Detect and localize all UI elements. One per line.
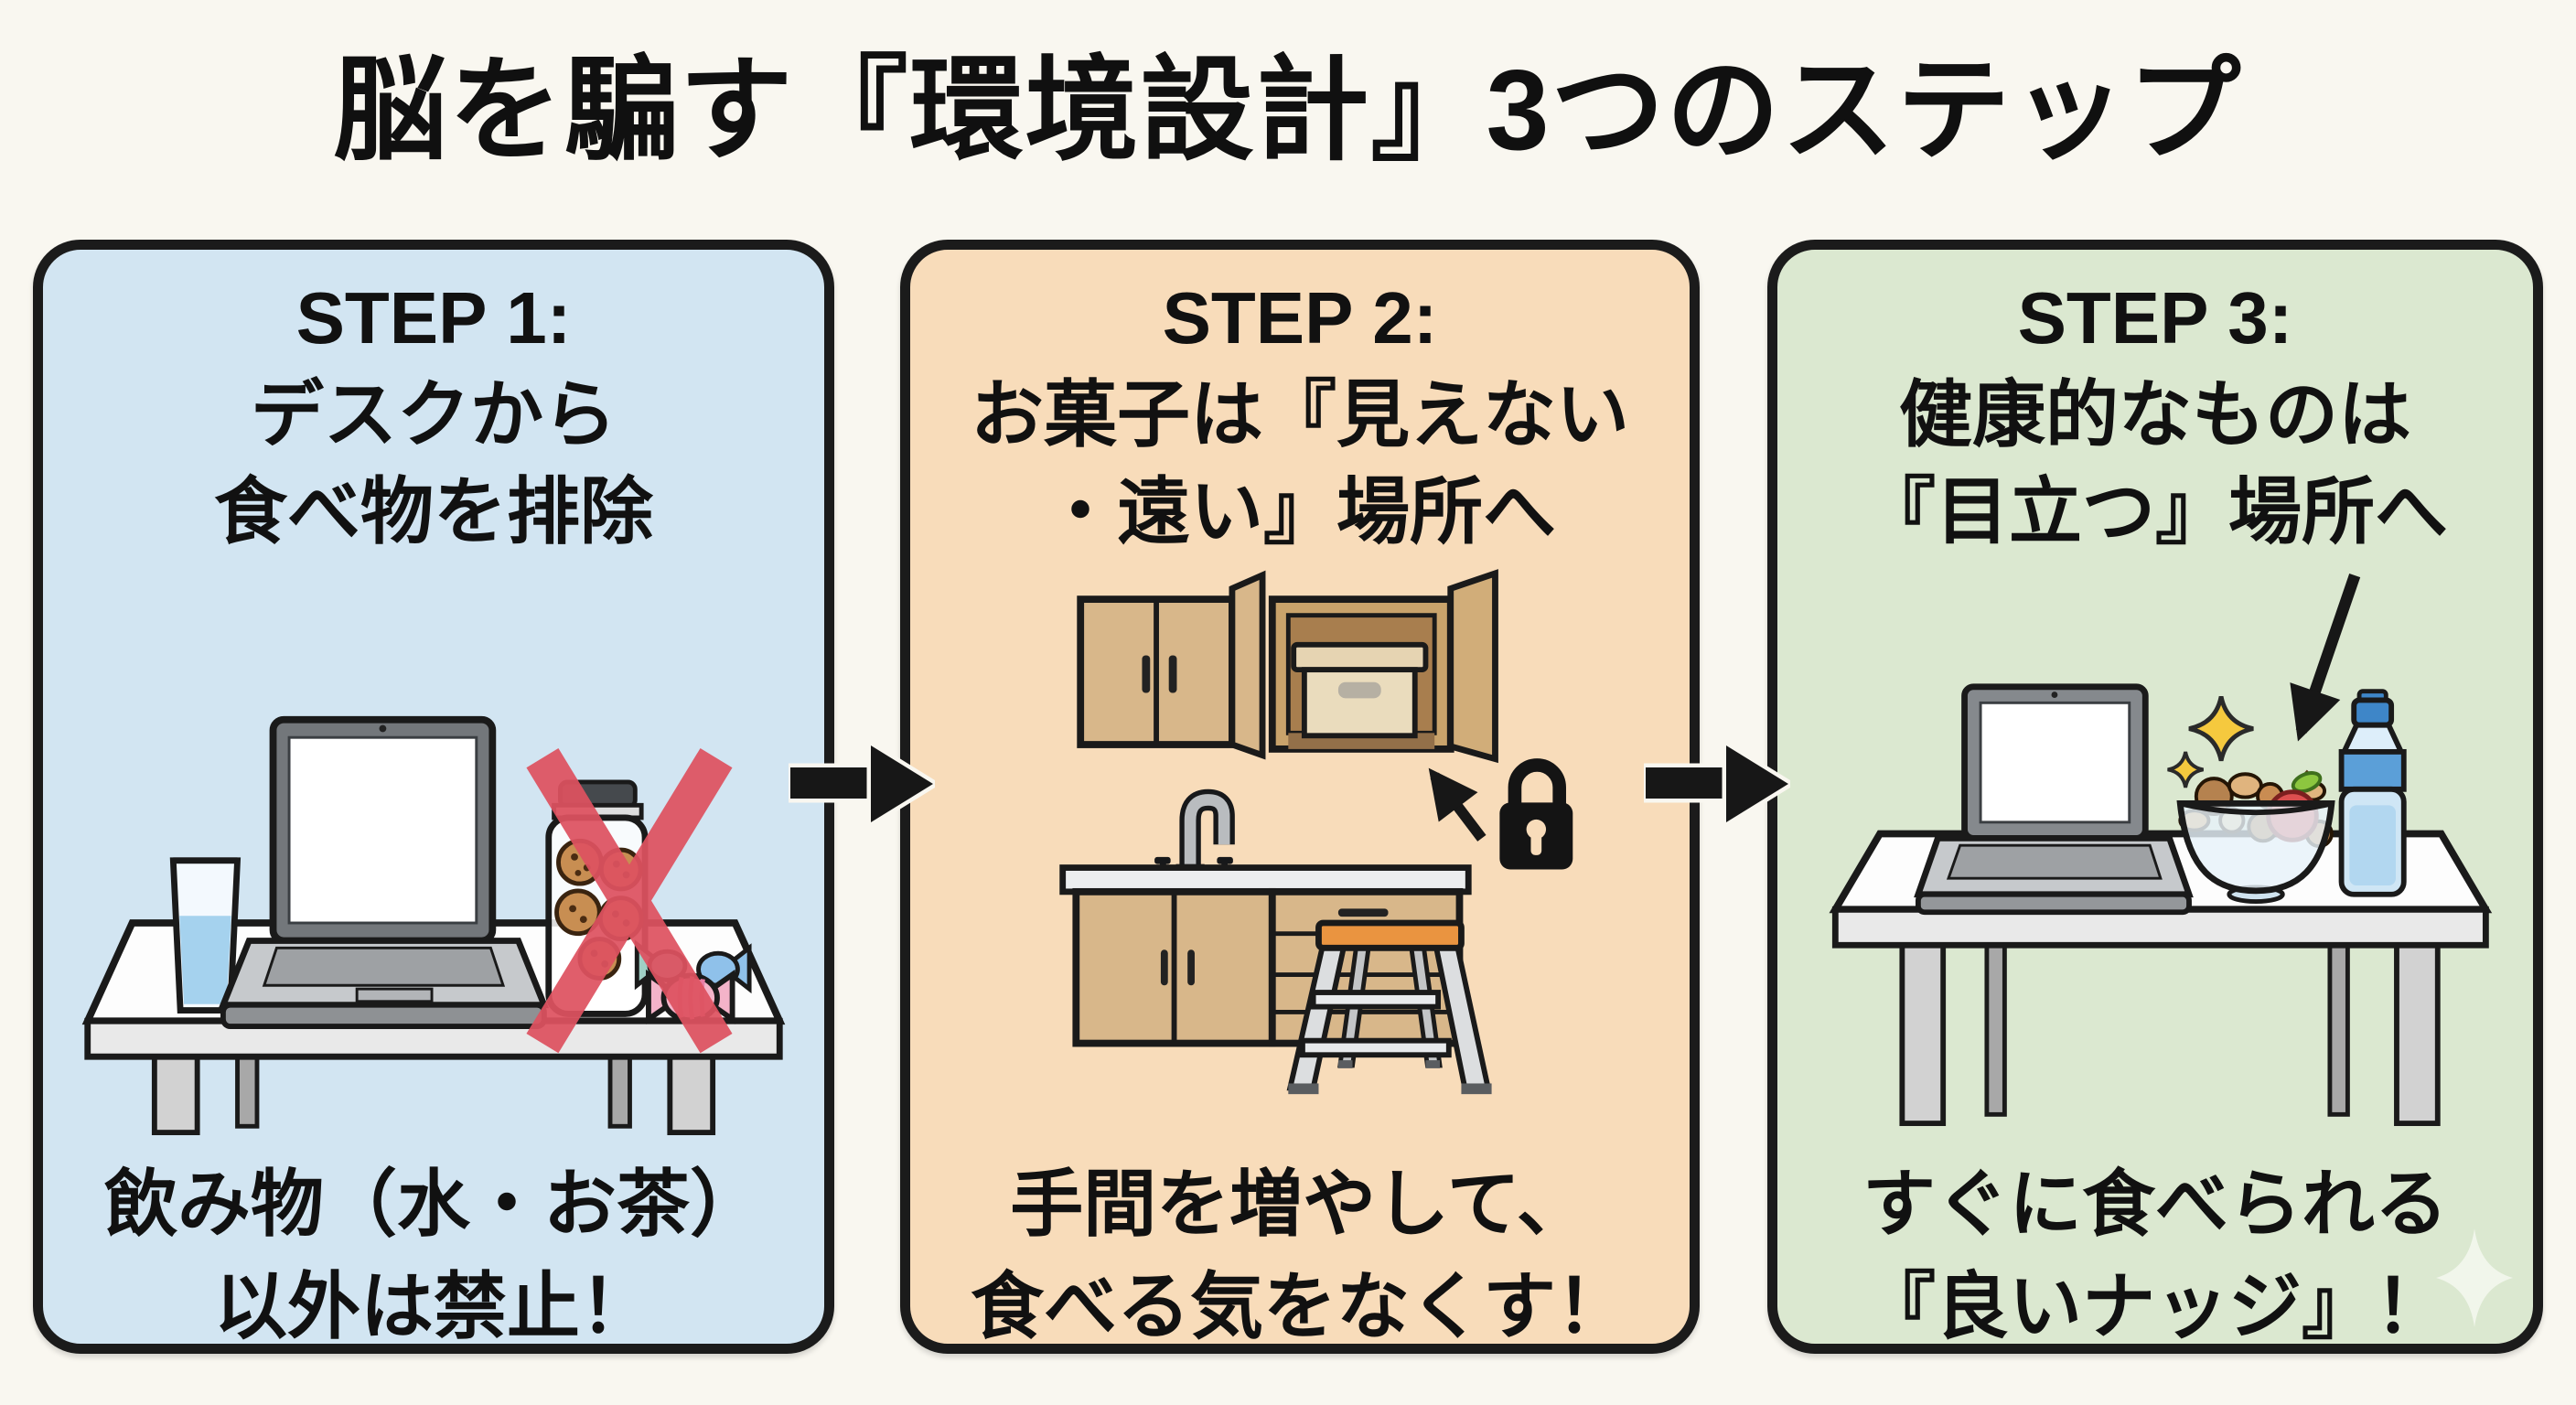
faucet-icon [1154, 788, 1235, 877]
nut-bowl-icon [2176, 769, 2335, 904]
step-3-label: STEP 3: [2017, 277, 2293, 359]
water-bottle-icon [2338, 689, 2407, 897]
panel-2-header-line-2: お菓子は『見えない [971, 374, 1629, 456]
panel-step-2: STEP 2: お菓子は『見えない ・遠い』場所へ [900, 240, 1700, 1354]
desk-banned-snacks-illustration [81, 715, 786, 1136]
flow-arrow-2-right-icon [1644, 743, 1790, 825]
panel-3-footer: すぐに食べられる 『良いナッジ』！ [1777, 1153, 2533, 1358]
water-glass-icon [169, 857, 242, 1014]
panel-2-header-line-3: ・遠い』場所へ [1044, 471, 1556, 552]
red-cross-icon [526, 747, 733, 1054]
sparkles-icon [2167, 695, 2254, 788]
panel-2-footer-line-2: 食べる気をなくす！ [971, 1266, 1629, 1347]
step-1-label: STEP 1: [295, 277, 572, 359]
padlock-icon [1499, 758, 1573, 870]
step-2-label: STEP 2: [1162, 277, 1438, 359]
panel-3-footer-line-1: すぐに食べられる [1862, 1164, 2448, 1245]
panel-2-header: STEP 2: お菓子は『見えない ・遠い』場所へ [910, 270, 1690, 561]
panel-1-footer-line-2: 以外は禁止！ [214, 1266, 653, 1347]
storage-box-icon [1291, 641, 1429, 739]
corner-sparkle-icon [2436, 1228, 2513, 1327]
panel-step-3: STEP 3: 健康的なものは 『目立つ』場所へ [1767, 240, 2543, 1354]
panel-3-header-line-2: 健康的なものは [1899, 374, 2411, 456]
arrow-to-cabinet-icon [1428, 767, 1487, 842]
panel-1-footer: 飲み物（水・お茶） 以外は禁止！ [43, 1153, 824, 1358]
arrow-to-bowl-icon [2290, 573, 2361, 742]
panel-3-header-line-3: 『目立つ』場所へ [1862, 471, 2448, 552]
panel-1-header: STEP 1: デスクから 食べ物を排除 [43, 270, 824, 561]
panel-2-footer-line-1: 手間を増やして、 [1010, 1164, 1590, 1245]
panel-1-header-line-2: デスクから [251, 374, 617, 456]
laptop-icon [1914, 683, 2194, 916]
panel-3-header: STEP 3: 健康的なものは 『目立つ』場所へ [1777, 270, 2533, 561]
laptop-icon [218, 715, 549, 1030]
panel-1-header-line-3: 食べ物を排除 [214, 471, 653, 552]
wall-cabinet-icon [1077, 569, 1498, 764]
page-title: 脳を騙す『環境設計』3つのステップ [333, 48, 2243, 174]
panel-3-footer-line-2: 『良いナッジ』！ [1862, 1266, 2448, 1347]
flow-arrow-1-right-icon [789, 743, 935, 825]
kitchen-counter-icon [1059, 864, 1472, 1047]
panel-step-1: STEP 1: デスクから 食べ物を排除 [33, 240, 834, 1354]
step-ladder-icon [1286, 919, 1492, 1095]
panel-2-footer: 手間を増やして、 食べる気をなくす！ [910, 1153, 1690, 1358]
panel-1-footer-line-1: 飲み物（水・お茶） [104, 1164, 763, 1245]
healthy-snacks-illustration [1829, 573, 2493, 1127]
locked-cabinet-kitchen-illustration [1059, 569, 1573, 1095]
